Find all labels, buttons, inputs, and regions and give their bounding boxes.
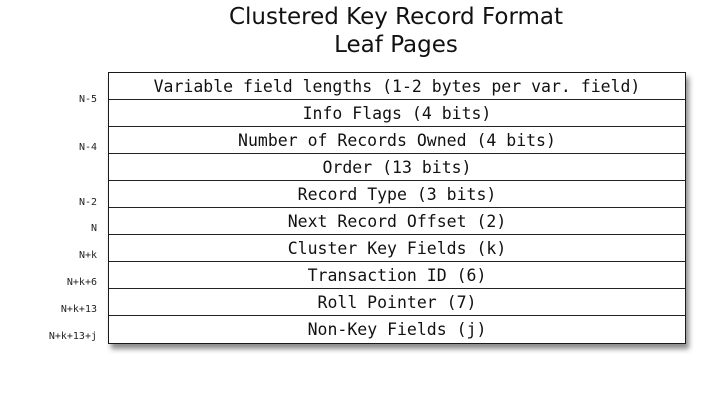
row-non-key-fields: Non-Key Fields (j)	[307, 320, 487, 339]
record-format-table: Variable field lengths (1-2 bytes per va…	[108, 72, 686, 344]
offset-label: N+k+6	[66, 277, 97, 288]
row-variable-field-lengths: Variable field lengths (1-2 bytes per va…	[109, 73, 685, 100]
row-records-owned: Number of Records Owned (4 bits)	[109, 127, 685, 154]
offset-label: N	[90, 223, 97, 234]
title-line-1: Clustered Key Record Format	[228, 4, 564, 30]
offset-label: N-4	[78, 142, 97, 153]
offset-label: N+k	[78, 250, 97, 261]
offset-label: N+k+13+j	[48, 331, 97, 342]
row-roll-pointer: Roll Pointer (7)	[109, 289, 685, 316]
row-info-flags: Info Flags (4 bits)	[109, 100, 685, 127]
offset-label: N+k+13	[60, 304, 97, 315]
offset-label: N-2	[78, 197, 97, 208]
row-order: Order (13 bits)	[109, 154, 685, 181]
row-next-record-offset: Next Record Offset (2)	[109, 208, 685, 235]
row-transaction-id: Transaction ID (6)	[109, 262, 685, 289]
title-line-2: Leaf Pages	[334, 32, 458, 58]
offset-label: N-5	[78, 94, 97, 105]
row-record-type: Record Type (3 bits)	[109, 181, 685, 208]
row-cluster-key-fields: Cluster Key Fields (k)	[109, 235, 685, 262]
